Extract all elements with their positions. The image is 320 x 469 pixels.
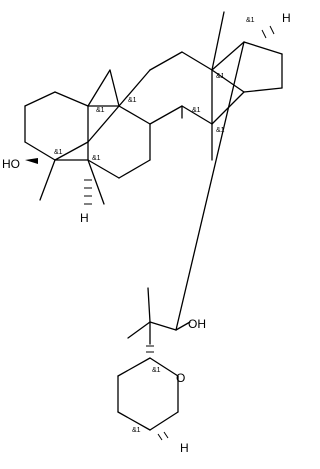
hash-bond-c5	[84, 179, 92, 205]
stereo-flag: &1	[128, 97, 137, 104]
stereo-flag: &1	[216, 127, 225, 134]
side-chain	[127, 287, 191, 345]
hydrogen-label-c17: H	[282, 11, 291, 25]
stereo-flag: &1	[152, 367, 161, 374]
methyl-groups	[39, 11, 225, 205]
ring-b	[87, 105, 151, 179]
hydrogen-label-ring: H	[180, 441, 189, 455]
stereo-flag: &1	[92, 155, 101, 162]
oxane-ring	[117, 357, 179, 431]
stereo-flag: &1	[192, 107, 201, 114]
molecule-structure: HO H H OH O H &1 &1 &1 &1 &1 &1 &1 &1 &1…	[2, 11, 291, 455]
stereo-flag: &1	[132, 427, 141, 434]
stereo-flag: &1	[54, 149, 63, 156]
hash-bond-side	[146, 345, 154, 353]
ring-d	[211, 41, 283, 125]
hydroxyl-label-side: OH	[188, 317, 206, 331]
stereo-flag: &1	[246, 17, 255, 24]
hydrogen-label-c5: H	[80, 211, 89, 225]
cyclopropane-ring	[87, 69, 120, 107]
hydroxyl-label-c3: HO	[2, 157, 20, 171]
side-chain-bond	[175, 41, 245, 331]
stereo-flags: &1 &1 &1 &1 &1 &1 &1 &1 &1 &1	[54, 17, 255, 434]
stereo-flag: &1	[216, 73, 225, 80]
wedge-bond-c3	[25, 158, 38, 164]
hash-bond-c17	[261, 25, 275, 39]
ring-c	[118, 51, 213, 125]
oxygen-label-ring: O	[176, 371, 185, 385]
ring-a	[24, 91, 89, 161]
stereo-flag: &1	[96, 107, 105, 114]
hash-bond-ring-h	[157, 431, 169, 441]
